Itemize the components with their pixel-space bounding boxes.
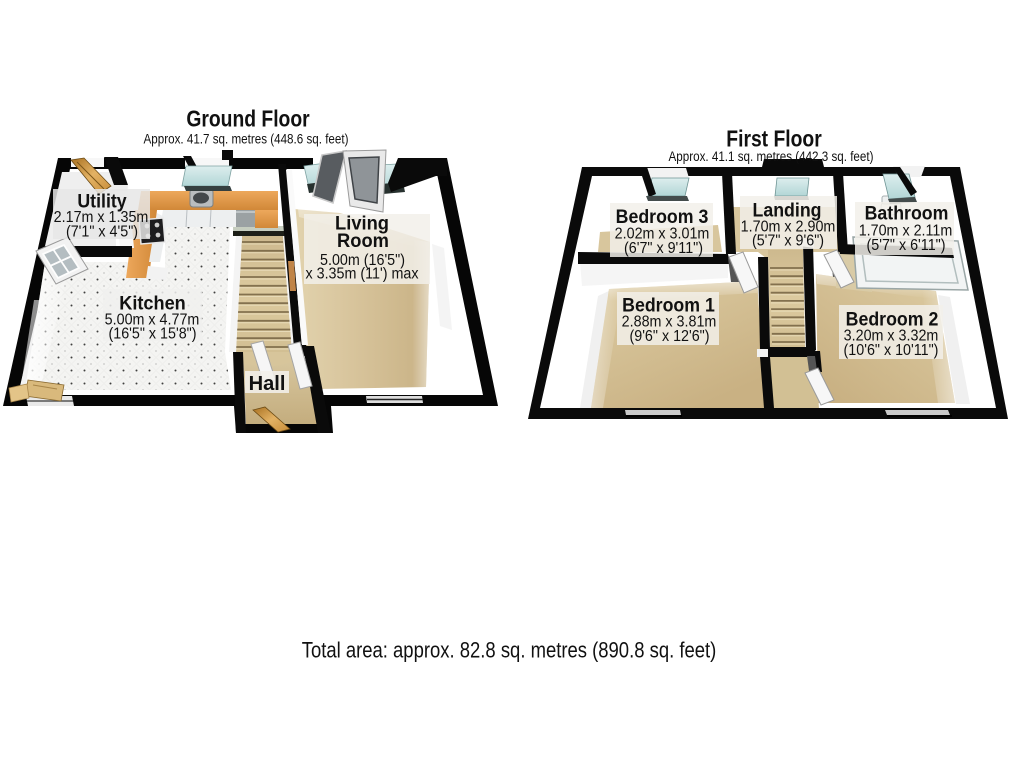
svg-text:2.17m x 1.35m: 2.17m x 1.35m (54, 209, 149, 226)
svg-text:Bedroom 1: Bedroom 1 (622, 294, 715, 316)
svg-text:(9'6" x 12'6"): (9'6" x 12'6") (629, 329, 709, 346)
svg-text:x 3.35m (11') max: x 3.35m (11') max (305, 266, 419, 283)
svg-text:(10'6" x 10'11"): (10'6" x 10'11") (844, 343, 939, 360)
svg-text:(7'1" x 4'5"): (7'1" x 4'5") (66, 224, 138, 241)
svg-text:1.70m x 2.11m: 1.70m x 2.11m (859, 223, 953, 240)
svg-text:5.00m x 4.77m: 5.00m x 4.77m (105, 312, 200, 329)
svg-text:1.70m x 2.90m: 1.70m x 2.90m (741, 219, 836, 236)
svg-text:Bedroom 2: Bedroom 2 (846, 308, 939, 330)
svg-text:Approx. 41.1 sq. metres (442.3: Approx. 41.1 sq. metres (442.3 sq. feet) (669, 148, 874, 164)
svg-text:Approx. 41.7 sq. metres (448.6: Approx. 41.7 sq. metres (448.6 sq. feet) (144, 130, 349, 146)
svg-text:2.02m x 3.01m: 2.02m x 3.01m (615, 226, 710, 243)
svg-text:Bathroom: Bathroom (865, 202, 949, 224)
svg-text:(6'7" x 9'11"): (6'7" x 9'11") (624, 241, 703, 258)
svg-text:First Floor: First Floor (726, 127, 821, 152)
svg-text:Ground Floor: Ground Floor (186, 107, 309, 132)
svg-text:Bedroom 3: Bedroom 3 (616, 205, 709, 227)
svg-text:Kitchen: Kitchen (119, 292, 186, 314)
svg-text:Living: Living (335, 212, 389, 234)
svg-text:2.88m x 3.81m: 2.88m x 3.81m (622, 314, 717, 331)
svg-text:3.20m x 3.32m: 3.20m x 3.32m (844, 328, 939, 345)
svg-text:Total area: approx. 82.8 sq. m: Total area: approx. 82.8 sq. metres (890… (302, 639, 717, 663)
svg-text:Utility: Utility (77, 190, 127, 212)
svg-text:(5'7" x 6'11"): (5'7" x 6'11") (866, 238, 945, 255)
svg-text:(16'5" x 15'8"): (16'5" x 15'8") (108, 326, 196, 343)
svg-text:Hall: Hall (249, 373, 286, 395)
svg-text:Landing: Landing (753, 199, 822, 221)
svg-text:Room: Room (337, 230, 389, 252)
svg-text:(5'7" x 9'6"): (5'7" x 9'6") (752, 233, 824, 250)
svg-text:5.00m (16'5"): 5.00m (16'5") (320, 252, 405, 269)
